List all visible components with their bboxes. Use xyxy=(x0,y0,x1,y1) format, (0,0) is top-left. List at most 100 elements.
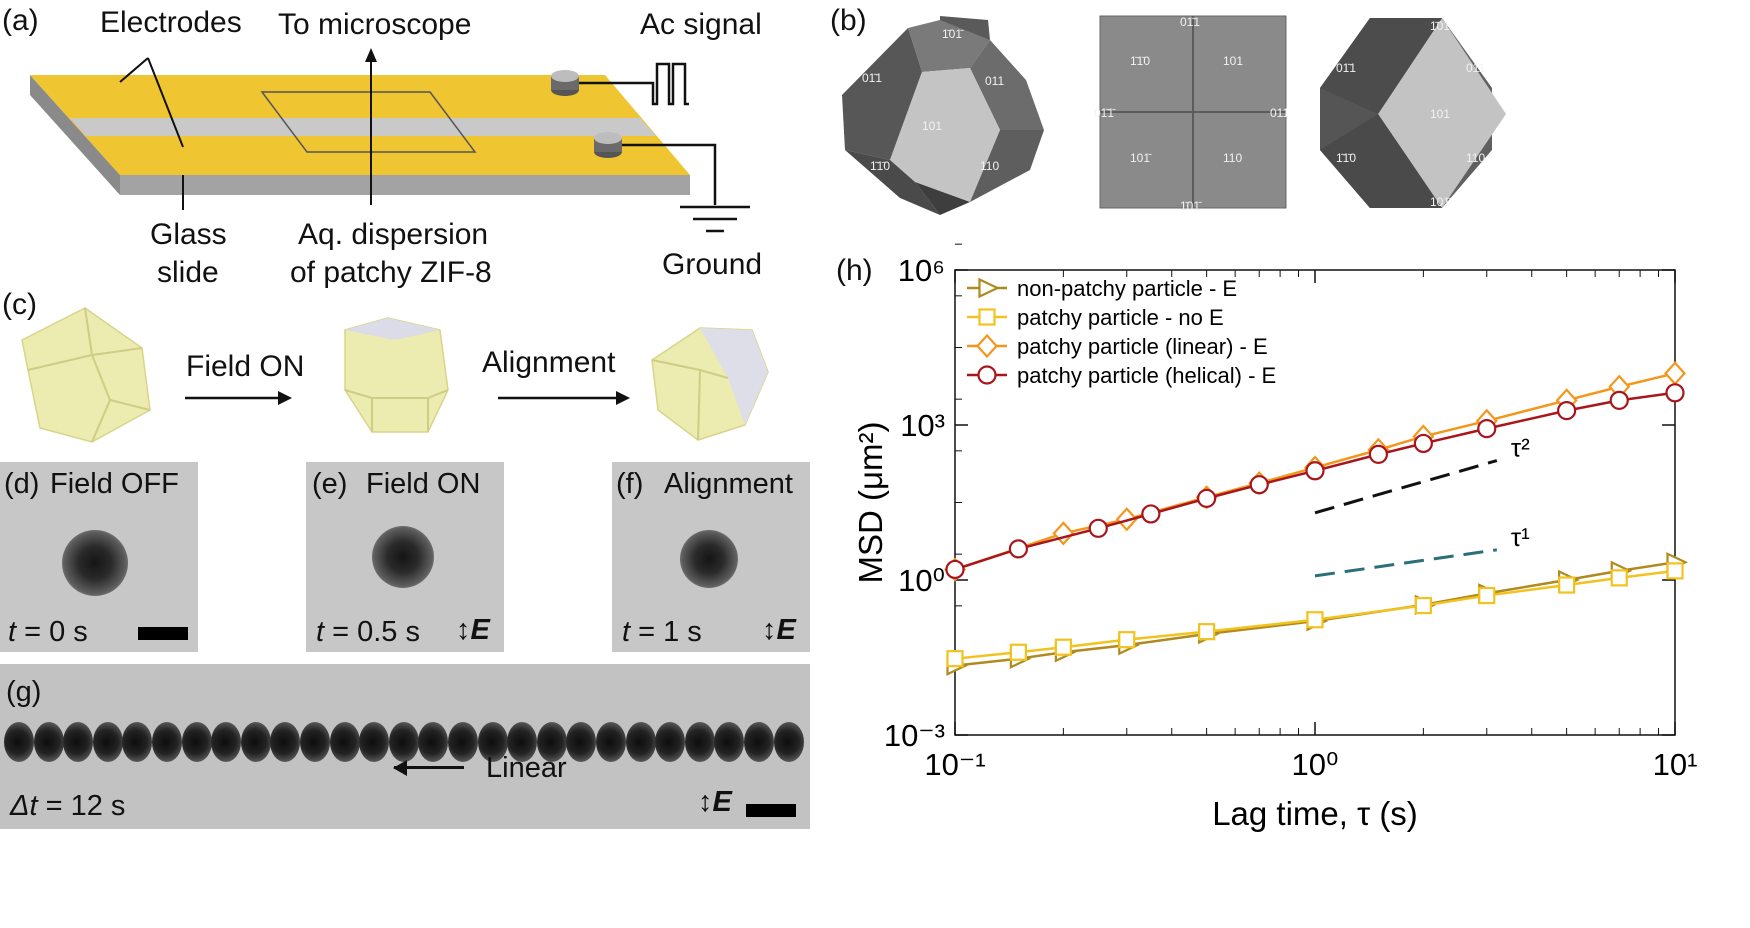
panel-g-label: (g) xyxy=(6,676,42,708)
x-tick-label: 10⁰ xyxy=(1292,747,1339,782)
field-direction-icon: ↕ xyxy=(762,614,777,646)
panel-f-time-symbol: t xyxy=(622,616,631,648)
data-point-series-3 xyxy=(1477,419,1497,439)
data-point-series-3 xyxy=(1141,504,1161,524)
data-point-series-3 xyxy=(1609,390,1629,410)
chain-particle xyxy=(92,722,123,762)
facet-label-v2-6: 110 xyxy=(1223,151,1242,165)
panel-b-label: (b) xyxy=(830,4,867,37)
data-point-series-1 xyxy=(1009,643,1027,661)
facet-label-v2-5: 101̄ xyxy=(1130,151,1152,165)
panel-c-particle-sequence xyxy=(21,307,769,443)
facet-label-v2-3: 01̄1̄ xyxy=(1094,106,1116,120)
panel-f-title: Alignment xyxy=(664,468,793,500)
facet-label-v3-4: 1̄1̄0 xyxy=(1336,151,1356,165)
direction-arrowhead xyxy=(393,760,407,776)
alignment-step-label: Alignment xyxy=(482,346,616,379)
direction-label: Linear xyxy=(486,752,567,784)
chain-particle xyxy=(211,722,242,762)
data-point-series-3 xyxy=(1197,488,1217,508)
chain-particle xyxy=(181,722,212,762)
legend-entry: patchy particle - no E xyxy=(1017,305,1224,330)
data-point-series-1 xyxy=(1054,638,1072,656)
facet-label-v2-4: 011 xyxy=(1270,106,1289,120)
data-point-series-1 xyxy=(1478,586,1496,605)
x-tick-label: 10¹ xyxy=(1653,747,1698,782)
panel-d-time: t = 0 s xyxy=(8,616,88,649)
legend-marker xyxy=(976,333,998,359)
glass-label: Glass xyxy=(150,218,227,251)
data-point-series-3 xyxy=(1249,475,1269,495)
field-on-step-label: Field ON xyxy=(186,350,305,383)
chain-particle xyxy=(655,722,686,762)
data-point-series-3 xyxy=(1368,444,1388,464)
chain-particle xyxy=(596,722,626,762)
data-point-series-1 xyxy=(1666,562,1684,580)
y-tick-label: 10⁶ xyxy=(898,253,945,288)
chain-particle xyxy=(448,722,478,762)
data-point-series-3 xyxy=(1665,383,1685,403)
field-symbol: E xyxy=(712,786,732,818)
field-symbol: E xyxy=(776,614,796,646)
panel-f-time: t = 1 s xyxy=(622,616,702,649)
crystal-view-hex xyxy=(1320,18,1506,208)
data-point-series-1 xyxy=(946,650,964,668)
panel-e-field-indicator: ↕E xyxy=(456,614,490,647)
facet-label-v3-3: 101 xyxy=(1430,107,1450,121)
panel-d-title: Field OFF xyxy=(50,468,179,500)
facet-label-v1-1: 01̄1 xyxy=(862,71,882,85)
facet-label-v2-7: 1̄01̄ xyxy=(1180,199,1202,213)
chain-particle xyxy=(388,722,419,762)
panel-d-label: (d) xyxy=(4,468,40,500)
chain-particle xyxy=(152,722,182,762)
panel-e-title: Field ON xyxy=(366,468,481,500)
data-point-series-1 xyxy=(1414,596,1432,615)
data-point-series-2 xyxy=(1052,521,1075,546)
chain-particle xyxy=(477,722,508,762)
y-axis-label: MSD (μm²) xyxy=(852,422,889,584)
chain-particle xyxy=(4,722,34,762)
legend-marker xyxy=(977,365,997,385)
panel-d-time-symbol: t xyxy=(8,616,17,648)
panel-b-crystal-views: 1̄01̄ 01̄1 011 101 1̄1̄0 110 01̄1 1̄1̄0 … xyxy=(842,15,1506,215)
particle-spot xyxy=(372,526,434,588)
panel-d-time-value: = 0 s xyxy=(16,616,88,648)
facet-label-v1-3: 101 xyxy=(922,119,942,133)
panel-g-interval-value: = 12 s xyxy=(37,790,126,822)
microscope-label: To microscope xyxy=(278,8,472,41)
panel-e-micrograph xyxy=(306,462,504,652)
panel-g-field-indicator: ↕E xyxy=(698,786,732,819)
particle-field-on xyxy=(344,317,449,433)
x-axis-label: Lag time, τ (s) xyxy=(1212,795,1418,832)
direction-arrow xyxy=(394,766,464,769)
y-tick-label: 10³ xyxy=(900,408,945,443)
panel-f-label: (f) xyxy=(616,468,644,500)
particle-chain xyxy=(0,722,810,766)
legend-entry: patchy particle (linear) - E xyxy=(1017,334,1268,359)
data-point-series-1 xyxy=(1558,576,1576,594)
chain-particle xyxy=(418,722,449,762)
facet-label-v3-5: 110 xyxy=(1466,151,1485,165)
chain-particle xyxy=(240,722,271,762)
ground-label: Ground xyxy=(662,248,763,281)
panel-e-time: t = 0.5 s xyxy=(316,616,420,649)
facet-label-v2-2: 101 xyxy=(1223,54,1243,68)
particle-aligned xyxy=(651,327,769,441)
data-point-series-1 xyxy=(1198,623,1216,641)
scale-bar xyxy=(138,627,188,640)
panel-f-micrograph xyxy=(612,462,810,652)
crystal-view-perspective xyxy=(842,16,1044,215)
electrodes-label: Electrodes xyxy=(100,6,242,39)
field-symbol: E xyxy=(470,614,490,646)
crystal-view-square xyxy=(1099,15,1287,209)
facet-label-v1-2: 011 xyxy=(985,74,1004,88)
panel-d-micrograph xyxy=(0,462,198,652)
facet-label-v3-0: 1̄01 xyxy=(1430,19,1450,33)
panel-e-time-value: = 0.5 s xyxy=(324,616,420,648)
particle-spot xyxy=(62,530,128,596)
facet-label-v3-2: 011 xyxy=(1466,61,1485,75)
slope-guide-tau1 xyxy=(1314,548,1498,578)
data-point-series-3 xyxy=(1557,400,1577,421)
chain-particle xyxy=(773,722,804,762)
